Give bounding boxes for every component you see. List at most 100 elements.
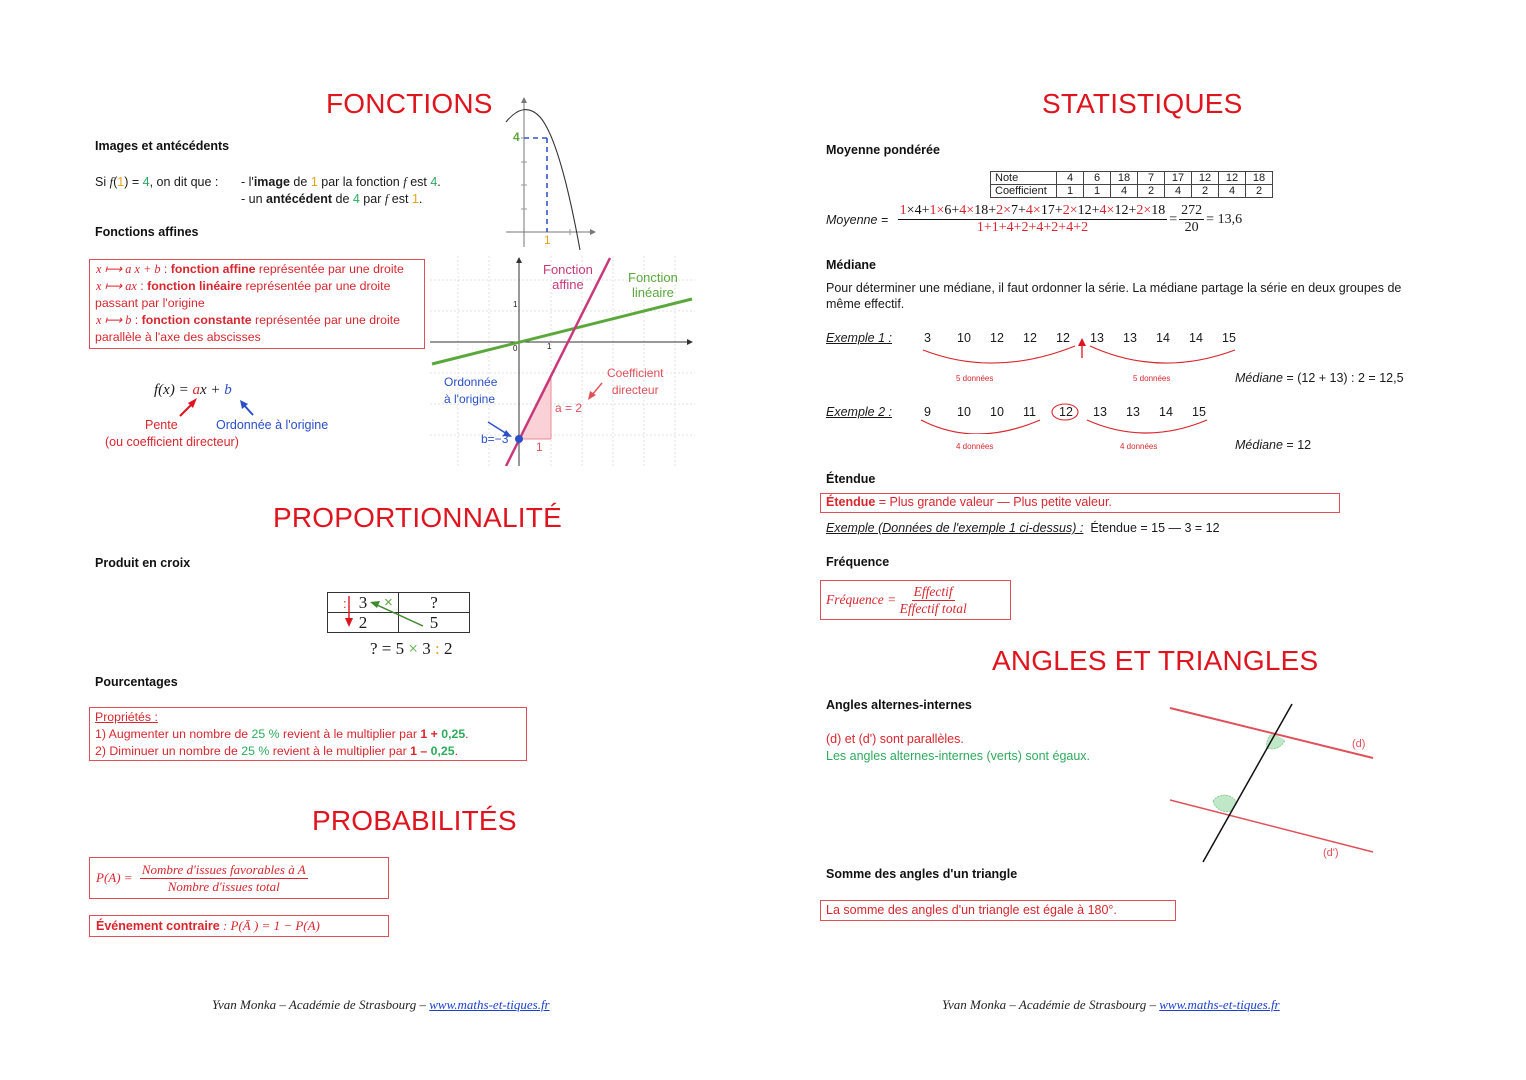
text: a xyxy=(192,382,200,398)
value: 3 xyxy=(924,331,931,345)
text: - l' xyxy=(241,175,254,189)
images-line-1: Si f(1) = 4, on dit que : xyxy=(95,175,218,190)
arrow-up-right-icon xyxy=(188,398,197,408)
parabola-svg xyxy=(505,97,596,251)
value: 10 xyxy=(990,405,1004,419)
text: Médiane xyxy=(1235,371,1283,385)
fraction-numerator: Nombre d'issues favorables à A xyxy=(139,861,308,879)
text: 25 % xyxy=(251,727,280,741)
text: b xyxy=(224,382,232,398)
cell: 6 xyxy=(1083,171,1111,185)
moyenne-formula: Moyenne = 1×4+1×6+4×18+2×7+4×17+2×12+4×1… xyxy=(826,203,1242,236)
d-label: (d) xyxy=(1352,738,1366,750)
right-footer: Yvan Monka – Académie de Strasbourg – ww… xyxy=(942,997,1280,1013)
cell: 12 xyxy=(1191,171,1219,185)
note: 6 xyxy=(944,203,952,218)
notes-table: Note 4 6 18 7 17 12 12 18 Coefficient 1 … xyxy=(990,171,1273,198)
text: . xyxy=(454,744,458,758)
lineaire-cont: passant par l'origine xyxy=(95,296,205,310)
note: 17 xyxy=(1040,203,1055,218)
text: affine xyxy=(552,277,584,292)
result-denominator: 20 xyxy=(1184,220,1199,235)
text: ( xyxy=(113,175,118,189)
etendue-example: Exemple (Données de l'exemple 1 ci-dessu… xyxy=(826,521,1220,535)
footer-link[interactable]: www.maths-et-tiques.fr xyxy=(1159,997,1280,1012)
tick-origin: 0 xyxy=(513,344,518,353)
angles-title: ANGLES ET TRIANGLES xyxy=(992,645,1319,676)
times-sign: × xyxy=(384,594,393,611)
text: 1) Augmenter un nombre de xyxy=(95,727,252,741)
affines-box: x ⟼ a x + b : fonction affine représenté… xyxy=(89,259,425,349)
note: 7 xyxy=(1011,203,1019,218)
constante-cont: parallèle à l'axe des abscisses xyxy=(95,330,261,344)
moyenne-heading: Moyenne pondérée xyxy=(826,143,940,157)
value: 10 xyxy=(957,331,971,345)
affine-line: x ⟼ a x + b : fonction affine représenté… xyxy=(96,261,424,278)
text: : xyxy=(160,262,171,276)
fonctions-title: FONCTIONS xyxy=(326,88,493,119)
arrow-left-icon xyxy=(370,601,380,608)
mediane-heading: Médiane xyxy=(826,258,877,272)
coef: 4 xyxy=(959,203,967,218)
cell: 4 xyxy=(1056,171,1084,185)
coef: 1 xyxy=(899,203,907,218)
text: Fonction xyxy=(543,262,593,277)
parabola-graph: 4 1 xyxy=(500,95,600,251)
value: 14 xyxy=(1159,405,1173,419)
text: revient à le multiplier par xyxy=(279,727,421,741)
text: linéaire xyxy=(631,285,674,300)
images-def-antecedent: - un antécédent de 4 par f est 1. xyxy=(241,192,422,207)
ex2-group-left: 4 données xyxy=(956,442,994,451)
text: est xyxy=(388,192,412,206)
probabilite-formula-box: P(A) = Nombre d'issues favorables à A No… xyxy=(89,857,389,899)
text: Fonction xyxy=(628,270,678,285)
eq-sign: = xyxy=(1169,211,1178,227)
text: ) = xyxy=(124,175,143,189)
text: x ⟼ b xyxy=(96,313,132,327)
mediane-text: Pour déterminer une médiane, il faut ord… xyxy=(826,281,1402,311)
run-label: 1 xyxy=(536,440,543,454)
text: 0,25 xyxy=(430,744,455,758)
cell: 17 xyxy=(1164,171,1192,185)
proprietes-label: Propriétés : xyxy=(95,710,158,724)
text: représentée par une droite xyxy=(242,279,391,293)
exemple-1-label: Exemple 1 : xyxy=(826,331,893,345)
text: : xyxy=(136,279,148,293)
table-row: Coefficient 1 1 4 2 4 2 4 2 xyxy=(990,184,1273,198)
text: par xyxy=(359,192,385,206)
footer-link[interactable]: www.maths-et-tiques.fr xyxy=(429,997,550,1012)
affine-formula: f(x) = ax + b xyxy=(154,382,232,399)
text: de xyxy=(332,192,353,206)
text: Ordonnée xyxy=(444,375,498,389)
text: par la fonction xyxy=(317,175,404,189)
text: 4 xyxy=(352,192,360,206)
etendue-heading: Étendue xyxy=(826,472,876,486)
median-circle xyxy=(1051,403,1079,421)
probabilite-fraction: Nombre d'issues favorables à A Nombre d'… xyxy=(139,861,308,895)
text: x + xyxy=(199,382,225,398)
coef: 4 xyxy=(1099,203,1107,218)
parallel-lines-svg xyxy=(1169,703,1374,863)
text: 4 xyxy=(430,175,438,189)
b-value-label: b=−3 xyxy=(481,432,509,446)
images-heading: Images et antécédents xyxy=(95,139,230,153)
exemple-1-braces xyxy=(922,338,1236,364)
line-graph-svg xyxy=(430,256,695,467)
frequence-fraction: Effectif Effectif total xyxy=(900,584,967,617)
cell: 1 xyxy=(1056,184,1084,198)
text: = 12 xyxy=(1282,438,1312,452)
cross-arrows xyxy=(345,596,424,627)
d-prime-label: (d') xyxy=(1323,847,1339,859)
affines-heading: Fonctions affines xyxy=(95,225,199,239)
text: f xyxy=(384,192,389,206)
text: 1 xyxy=(117,175,125,189)
a-value-label: a = 2 xyxy=(555,401,583,415)
